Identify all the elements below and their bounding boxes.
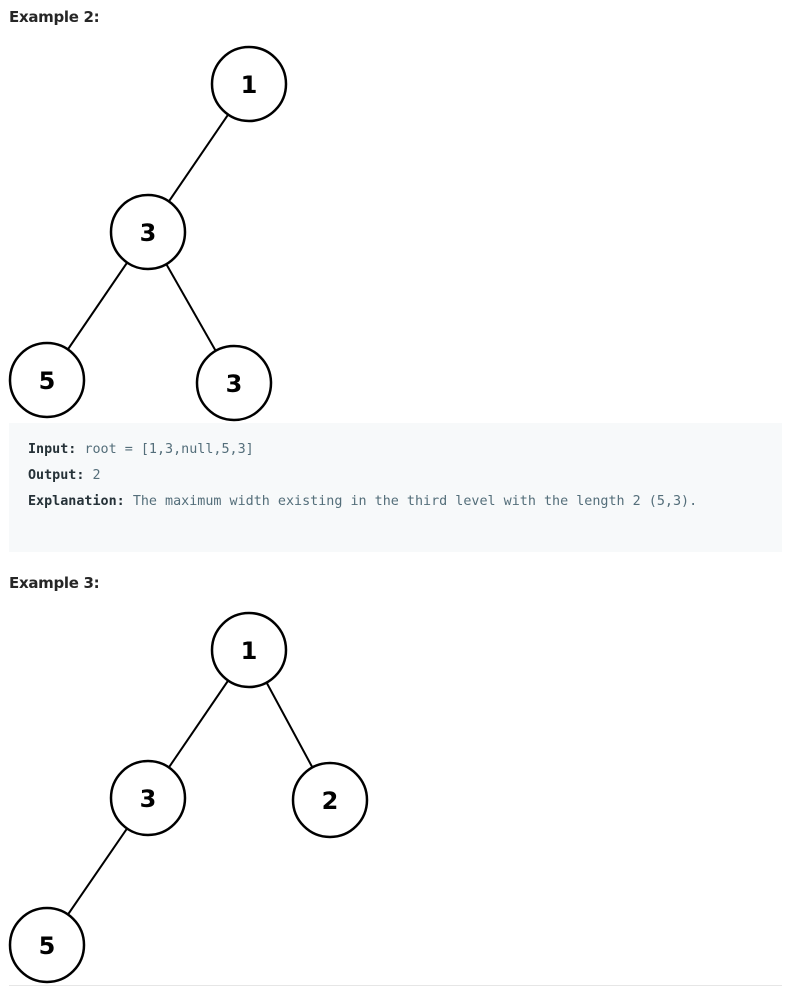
tree-node: 2 [291, 761, 369, 839]
tree-node: 1 [210, 611, 288, 689]
input-value: root = [1,3,null,5,3] [84, 442, 254, 457]
tree-node-label: 5 [39, 932, 56, 960]
tree-node-label: 1 [241, 637, 258, 665]
tree-node: 3 [109, 759, 187, 837]
example-3-heading: Example 3: [9, 574, 100, 592]
explanation-value: The maximum width existing in the third … [132, 494, 698, 509]
tree-node: 1 [210, 45, 288, 123]
tree-node-label: 3 [140, 785, 157, 813]
input-label: Input: [28, 442, 77, 457]
input-line: Input: root = [1,3,null,5,3] [28, 437, 763, 463]
example-2-heading: Example 2: [9, 8, 100, 26]
tree-node: 3 [109, 193, 187, 271]
example-2-code-block: Input: root = [1,3,null,5,3] Output: 2 E… [9, 423, 782, 552]
tree-node-label: 2 [322, 787, 339, 815]
tree-node-label: 5 [39, 367, 56, 395]
tree-node-label: 3 [226, 370, 243, 398]
explanation-label: Explanation: [28, 494, 125, 509]
example-3-tree-diagram: 1 3 2 5 [8, 611, 369, 984]
tree-node-label: 1 [241, 71, 258, 99]
output-line: Output: 2 [28, 463, 763, 489]
tree-node: 5 [8, 341, 86, 419]
explanation-line: Explanation: The maximum width existing … [28, 489, 763, 515]
divider [9, 985, 782, 986]
output-label: Output: [28, 468, 85, 483]
example-2-tree-diagram: 1 3 5 3 [8, 45, 288, 422]
tree-node-label: 3 [140, 219, 157, 247]
tree-node: 3 [195, 344, 273, 422]
output-value: 2 [92, 468, 101, 483]
tree-node: 5 [8, 906, 86, 984]
